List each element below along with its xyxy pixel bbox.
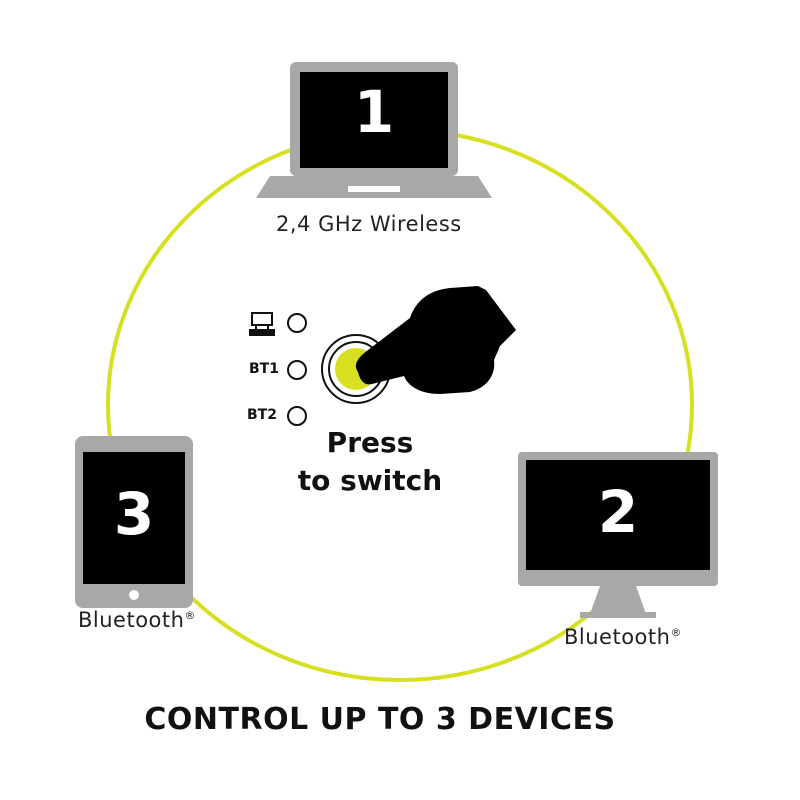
hand-pointer-icon bbox=[355, 286, 516, 394]
press-line: Press bbox=[326, 426, 414, 459]
device-number-2: 2 bbox=[597, 478, 639, 546]
label-text: Bluetooth bbox=[78, 608, 185, 632]
usb-dongle-icon bbox=[249, 312, 275, 336]
registered-mark: ® bbox=[184, 609, 196, 622]
led-label-bt1: BT1 bbox=[249, 361, 279, 377]
device-label-2: Bluetooth® bbox=[564, 625, 682, 649]
led-bt2 bbox=[287, 406, 307, 426]
switch-line: to switch bbox=[297, 464, 443, 497]
led-dongle bbox=[287, 313, 307, 333]
led-bt1 bbox=[287, 360, 307, 380]
desktop-monitor-icon bbox=[518, 452, 718, 618]
page-title: CONTROL UP TO 3 DEVICES bbox=[144, 702, 616, 737]
tablet-icon bbox=[75, 436, 193, 608]
led-label-bt2: BT2 bbox=[247, 407, 277, 423]
device-label-1: 2,4 GHz Wireless bbox=[276, 212, 462, 236]
laptop-icon bbox=[256, 62, 492, 198]
device-label-3: Bluetooth® bbox=[78, 608, 196, 632]
device-number-1: 1 bbox=[353, 78, 395, 146]
label-text: Bluetooth bbox=[564, 625, 671, 649]
press-to-switch-text: Press to switch bbox=[290, 424, 450, 500]
registered-mark: ® bbox=[670, 626, 682, 639]
device-number-3: 3 bbox=[113, 480, 155, 548]
